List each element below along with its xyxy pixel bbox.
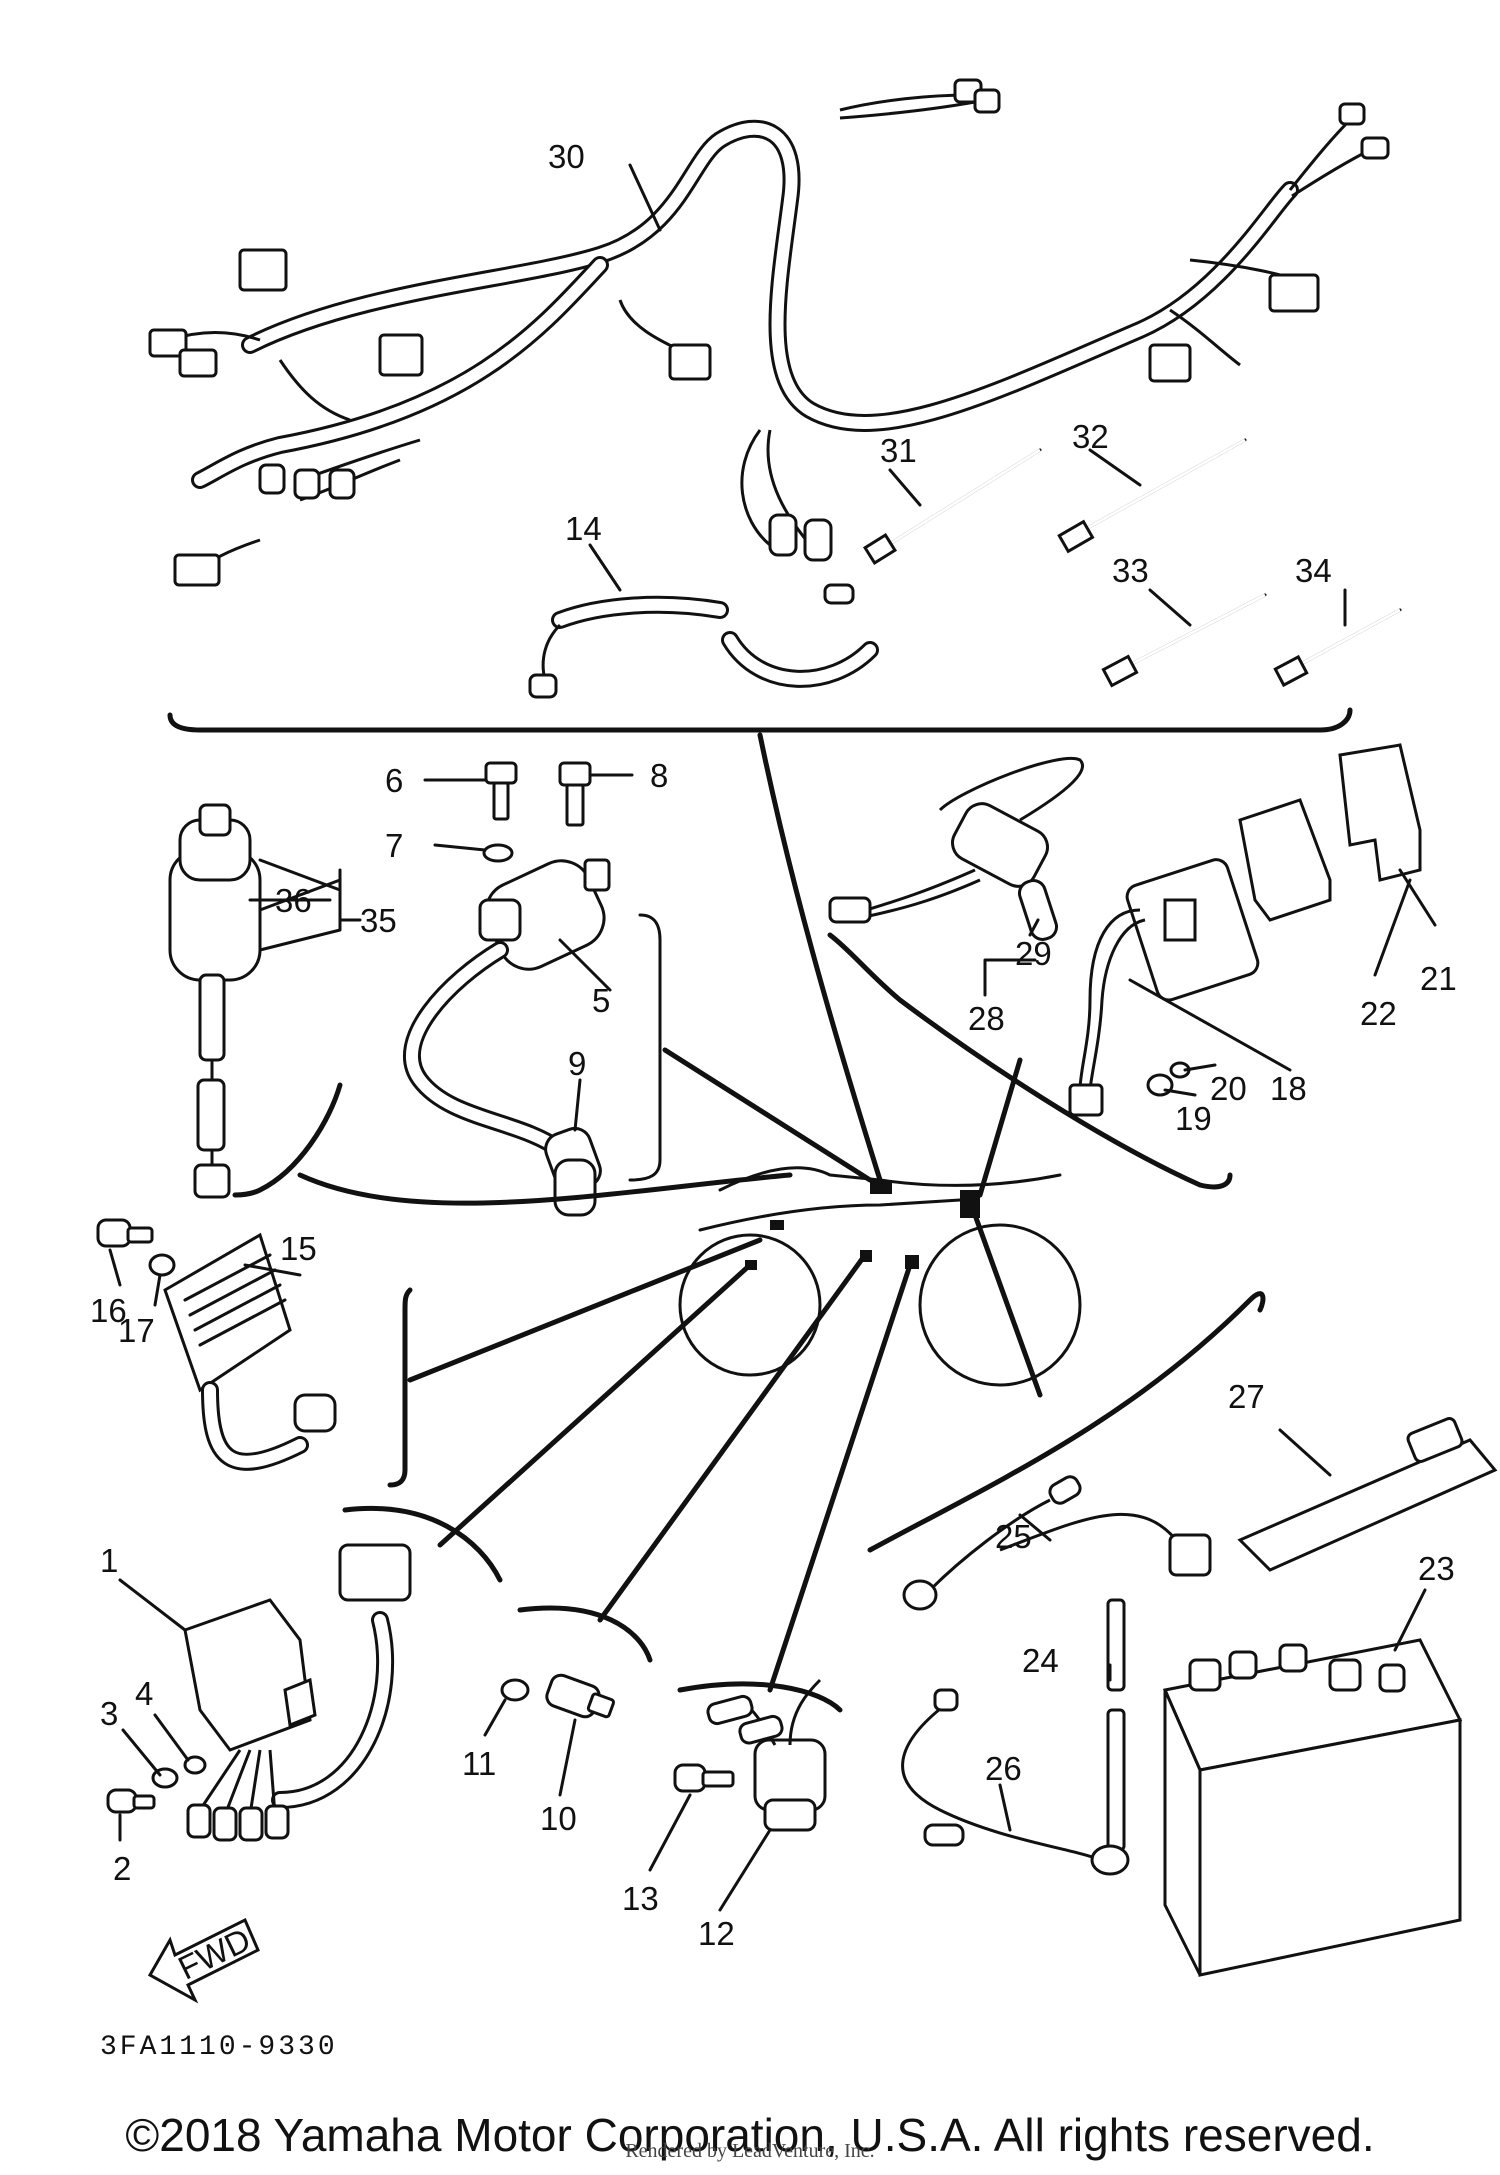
washer-4[interactable] xyxy=(183,1755,207,1775)
coil-group-bracket xyxy=(628,913,662,1182)
bolt-6[interactable] xyxy=(484,761,518,821)
fwd-arrow: FWD xyxy=(147,1917,260,2004)
relay-cover-21[interactable] xyxy=(1338,743,1422,882)
connection-lines xyxy=(297,732,1043,1693)
copyright-notice: ©2018 Yamaha Motor Corporation, U.S.A. A… xyxy=(125,2109,1375,2161)
fuse-29[interactable] xyxy=(1016,877,1059,942)
diagram-part-code: 3FA1110-9330 xyxy=(100,2032,338,2063)
callout-35: 35 xyxy=(360,902,397,939)
washer-17[interactable] xyxy=(148,1253,176,1277)
callout-19: 19 xyxy=(1175,1100,1212,1137)
callout-30: 30 xyxy=(548,138,585,175)
callout-16: 16 xyxy=(90,1292,127,1329)
rectifier-regulator[interactable] xyxy=(163,1232,337,1471)
bolt-8[interactable] xyxy=(558,761,592,827)
callout-17: 17 xyxy=(118,1312,155,1349)
lead-wire[interactable] xyxy=(528,583,879,699)
battery[interactable] xyxy=(1162,1638,1463,1977)
callout-26: 26 xyxy=(985,1750,1022,1787)
callout-29: 29 xyxy=(1015,935,1052,972)
callout-1: 1 xyxy=(100,1542,118,1579)
callout-9: 9 xyxy=(568,1045,586,1082)
callout-15: 15 xyxy=(280,1230,317,1267)
washer-11[interactable] xyxy=(500,1678,530,1702)
callout-13: 13 xyxy=(622,1880,659,1917)
starter-relay[interactable] xyxy=(1068,857,1261,1117)
callout-34: 34 xyxy=(1295,552,1332,589)
battery-lead-26[interactable] xyxy=(901,1688,1130,1876)
bolt-2[interactable] xyxy=(106,1788,156,1814)
callout-2: 2 xyxy=(113,1850,131,1887)
callout-14: 14 xyxy=(565,510,602,547)
washer-7[interactable] xyxy=(482,843,514,863)
callout-8: 8 xyxy=(650,757,668,794)
callout-21: 21 xyxy=(1420,960,1457,997)
callout-12: 12 xyxy=(698,1915,735,1952)
fuse-holder[interactable] xyxy=(828,757,1084,924)
callout-11: 11 xyxy=(462,1745,496,1782)
battery-lead-25[interactable] xyxy=(902,1474,1212,1611)
callout-3: 3 xyxy=(100,1695,118,1732)
main-switch[interactable] xyxy=(168,803,262,1199)
group-brackets xyxy=(232,932,1266,1713)
callout-27: 27 xyxy=(1228,1378,1265,1415)
callout-33: 33 xyxy=(1112,552,1149,589)
relay-22[interactable] xyxy=(1238,798,1332,922)
callout-22: 22 xyxy=(1360,995,1397,1032)
callout-25: 25 xyxy=(995,1518,1032,1555)
callout-leaders xyxy=(108,163,1437,1912)
callout-24: 24 xyxy=(1022,1642,1059,1679)
ignition-coil[interactable] xyxy=(403,851,614,1217)
fwd-label: FWD xyxy=(172,1921,256,1987)
cdi-unit[interactable] xyxy=(183,1543,412,1842)
callout-36: 36 xyxy=(275,882,312,919)
callout-10: 10 xyxy=(540,1800,577,1837)
switch-12[interactable] xyxy=(706,1678,827,1832)
callout-28: 28 xyxy=(968,1000,1005,1037)
callout-32: 32 xyxy=(1072,418,1109,455)
callout-7: 7 xyxy=(385,827,403,864)
bolt-16[interactable] xyxy=(96,1218,154,1248)
callout-5: 5 xyxy=(592,982,610,1019)
callout-4: 4 xyxy=(135,1675,153,1712)
neutral-switch[interactable] xyxy=(544,1672,616,1719)
bolt-13[interactable] xyxy=(673,1763,735,1793)
harness-group-bracket xyxy=(167,707,1353,733)
callout-23: 23 xyxy=(1418,1550,1455,1587)
breather-hose[interactable] xyxy=(1106,1598,1126,1852)
callout-numbers: 30 31 32 33 34 14 6 7 8 36 35 5 9 29 28 … xyxy=(90,138,1457,1952)
rendered-by-watermark: Rendered by LeadVenture, Inc. xyxy=(625,2140,875,2162)
wire-harness[interactable] xyxy=(148,78,1390,587)
callout-18: 18 xyxy=(1270,1070,1307,1107)
callout-20: 20 xyxy=(1210,1070,1247,1107)
callout-6: 6 xyxy=(385,762,403,799)
callout-31: 31 xyxy=(880,432,917,469)
cable-ties[interactable] xyxy=(862,438,1402,688)
battery-band[interactable] xyxy=(1237,1417,1498,1572)
